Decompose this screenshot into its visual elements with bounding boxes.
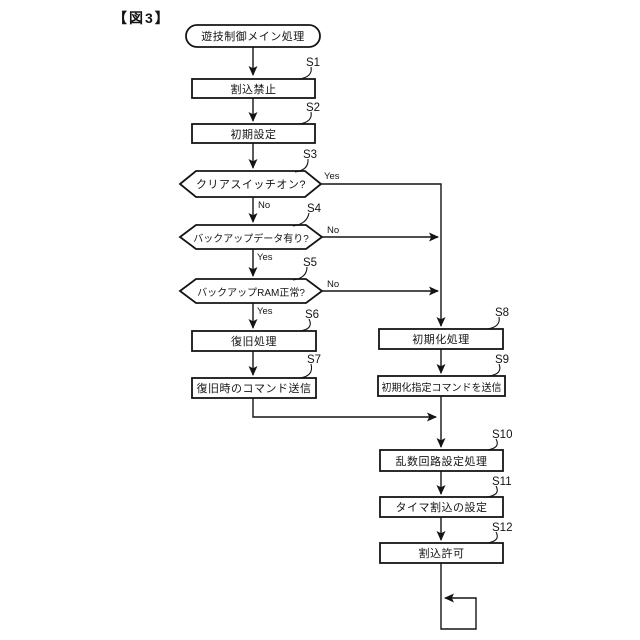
leader-s2 [298,111,312,125]
connector-s3-yes-s8 [321,183,446,327]
step-label-s1: S1 [306,57,321,69]
step-label-s5: S5 [303,257,318,269]
branch-label-s5-yes: Yes [257,306,273,317]
step-label-s8: S8 [495,307,510,319]
node-label-s7: 復旧時のコマンド送信 [196,383,312,395]
step-label-s11: S11 [492,476,512,488]
leader-s6 [299,318,311,332]
node-label-s11: タイマ割込の設定 [395,502,488,514]
step-label-s12: S12 [492,522,513,534]
branch-label-s5-no: No [327,279,340,290]
leader-s3 [294,158,309,173]
leader-s11 [486,485,498,498]
node-label-start: 遊技制御メイン処理 [201,31,305,43]
step-label-s4: S4 [307,203,322,215]
connector-s7-merge [252,398,437,422]
node-label-s12: 割込許可 [418,548,465,560]
figure-title: 【図3】 [113,10,171,26]
step-label-s3: S3 [303,149,318,161]
step-label-s6: S6 [305,309,320,321]
branch-label-s3-yes: Yes [324,171,340,182]
step-label-s2: S2 [306,102,321,114]
node-label-s2: 初期設定 [230,128,277,141]
step-label-s9: S9 [495,354,510,366]
connector-s12-loop [440,563,477,630]
node-label-s10: 乱数回路設定処理 [395,455,488,468]
node-label-s3: クリアスイッチオン? [195,179,307,191]
leader-s12 [486,531,498,544]
leader-s7 [299,363,313,379]
leader-s8 [486,316,500,330]
leader-s9 [488,363,501,377]
leader-s4 [292,212,310,227]
leader-s5 [292,266,308,281]
node-label-s5: バックアップRAM正常? [197,287,305,299]
process-box-s6 [191,330,317,352]
node-label-s9: 初期化指定コマンドを送信 [381,382,502,394]
branch-label-s4-yes: Yes [257,252,273,263]
leader-s10 [486,438,498,451]
process-box-s7 [191,377,317,399]
step-label-s10: S10 [492,429,513,441]
node-label-s1: 割込禁止 [230,83,277,96]
leader-s1 [298,66,312,80]
branch-label-s3-no: No [258,200,271,211]
step-label-s7: S7 [307,354,322,366]
branch-label-s4-no: No [327,225,340,236]
node-label-s6: 復旧処理 [231,336,277,348]
node-label-s8: 初期化処理 [412,334,470,346]
node-label-s4: バックアップデータ有り? [193,233,309,245]
